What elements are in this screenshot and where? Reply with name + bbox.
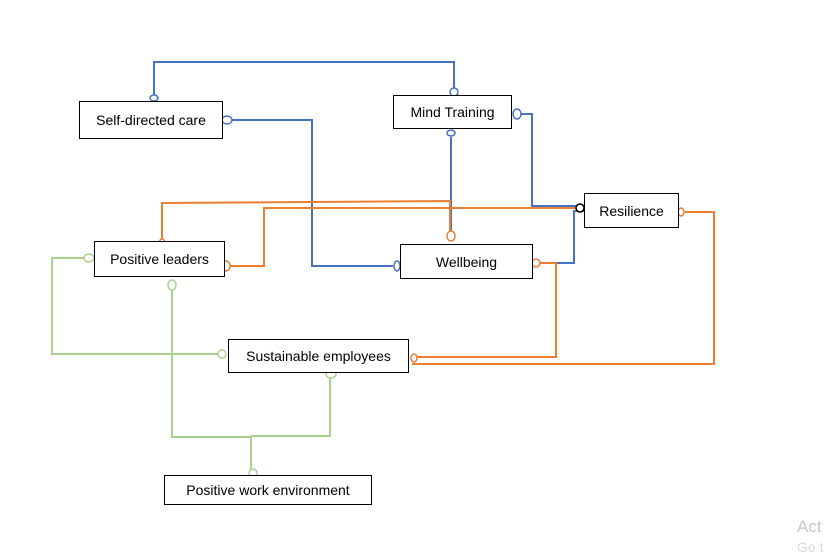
connector-end-marker [167, 279, 177, 291]
node-wellbeing[interactable]: Wellbeing [400, 244, 533, 279]
connector-wellbeing-resilience [540, 210, 584, 264]
connector-leaders-resilience [230, 207, 580, 267]
connector-end-marker [221, 115, 233, 125]
node-label: Self-directed care [96, 112, 206, 128]
connector-wellbeing-sustainable [416, 262, 557, 358]
connector-self-wellbeing [232, 119, 393, 267]
node-label: Mind Training [410, 104, 495, 120]
node-positive-work-environment[interactable]: Positive work environment [164, 475, 372, 505]
connector-leaders-sustainable [51, 257, 218, 355]
connector-end-marker [575, 203, 585, 213]
activation-watermark-sub: Go t [797, 539, 824, 555]
connector-leaders-pwe [171, 289, 252, 469]
node-resilience[interactable]: Resilience [584, 193, 679, 228]
connector-resilience-sustainable [412, 211, 715, 365]
node-label: Wellbeing [435, 253, 498, 270]
connector-end-marker [83, 253, 95, 263]
connector-self-mind [153, 61, 455, 98]
connector-end-marker [512, 108, 522, 120]
activation-watermark: Act [797, 517, 822, 536]
connector-leaders-wellbeing [161, 199, 451, 240]
connector-end-marker [217, 349, 227, 359]
node-mind-training[interactable]: Mind Training [393, 95, 512, 129]
connector-mind-resilience [521, 113, 578, 207]
node-label: Positive work environment [186, 482, 350, 498]
connector-end-marker [446, 230, 456, 242]
node-label: Sustainable employees [246, 348, 391, 364]
connector-end-marker [446, 129, 456, 137]
connector-end-marker [410, 353, 418, 363]
node-sustainable-employees[interactable]: Sustainable employees [228, 339, 409, 373]
node-label: Positive leaders [110, 251, 209, 267]
connector-sustainable-pwe [251, 378, 331, 437]
node-self-directed-care[interactable]: Self-directed care [79, 101, 223, 139]
node-label: Resilience [599, 202, 664, 219]
node-positive-leaders[interactable]: Positive leaders [94, 241, 225, 277]
connector-end-marker [531, 258, 541, 268]
